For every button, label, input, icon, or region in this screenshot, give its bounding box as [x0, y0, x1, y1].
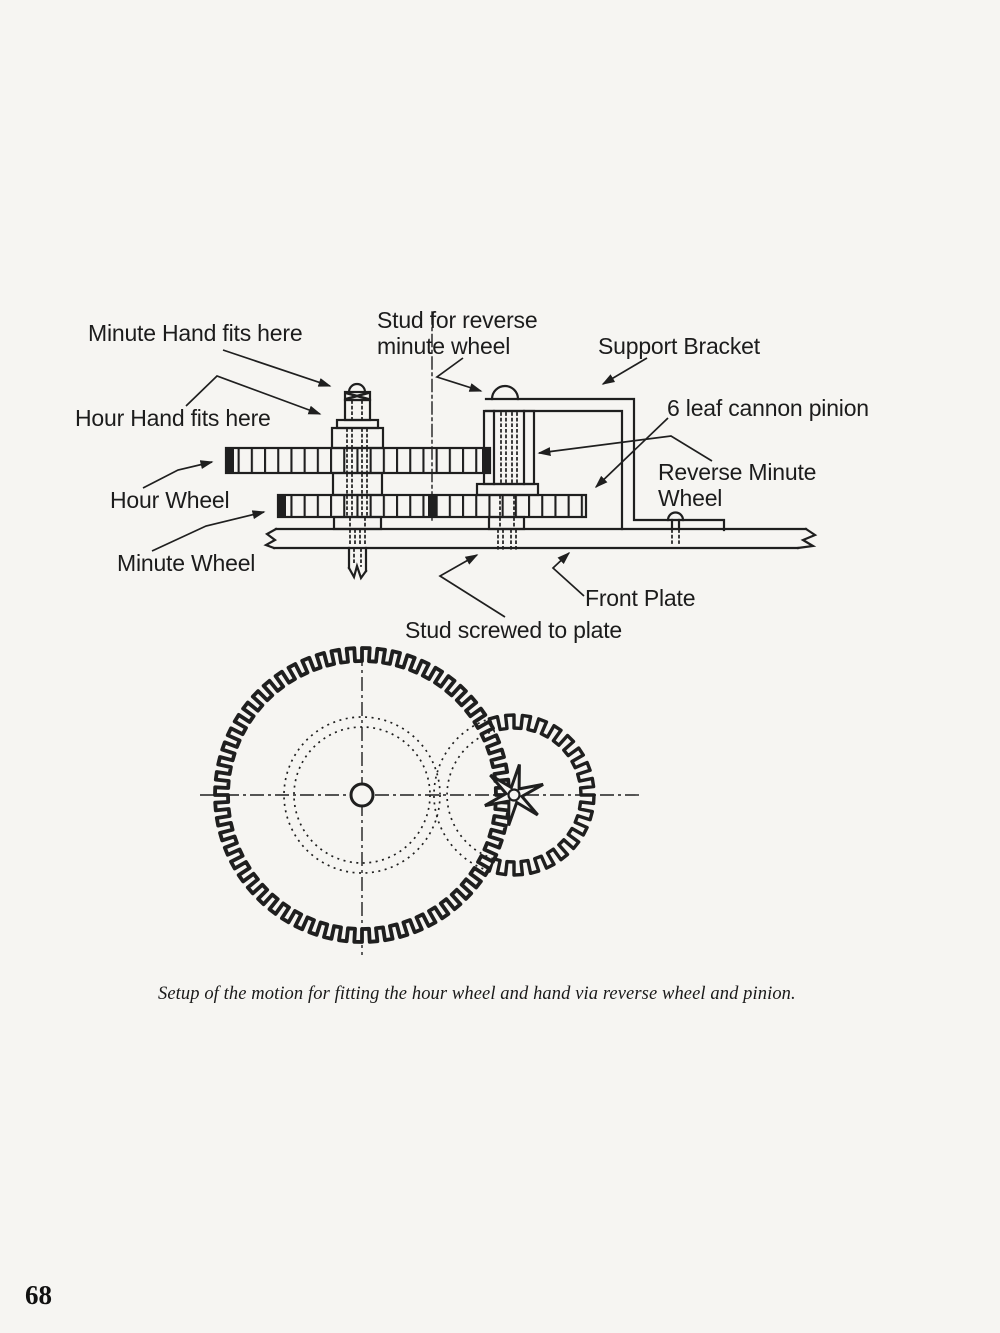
leader-to-reverse-wheel: [594, 417, 669, 489]
leader-to-support-bracket: [601, 357, 648, 385]
label-hour-wheel: Hour Wheel: [110, 487, 230, 513]
front-plate-shape: [263, 527, 818, 550]
leader-to-hour-hand-seat: [185, 375, 322, 415]
leader-to-stud-thread: [438, 554, 506, 618]
hidden-reverse-wheel-arc: [446, 730, 494, 860]
label-stud-screwed: Stud screwed to plate: [405, 617, 622, 643]
page-number: 68: [25, 1280, 52, 1310]
label-minute-hand: Minute Hand fits here: [88, 320, 303, 346]
front-view-drawing: [200, 646, 640, 955]
label-front-plate: Front Plate: [585, 585, 696, 611]
leader-to-minute-wheel: [151, 510, 266, 552]
leader-to-cannon-pinion: [537, 435, 713, 462]
label-reverse-minute-wheel: Reverse Minute Wheel: [658, 459, 817, 512]
leader-to-stud-head: [435, 357, 483, 392]
support-bracket-shape: [484, 397, 726, 544]
minute-wheel-section: [276, 493, 588, 519]
label-hour-hand: Hour Hand fits here: [75, 405, 271, 431]
leader-to-front-plate: [551, 551, 585, 597]
figure-caption: Setup of the motion for fitting the hour…: [158, 984, 796, 1004]
leader-lines: [142, 349, 713, 618]
side-view-drawing: [224, 311, 818, 581]
hour-wheel-section: [224, 446, 492, 475]
label-support-bracket: Support Bracket: [598, 333, 760, 359]
center-arbor-hole: [349, 782, 375, 808]
leader-to-minute-hand-seat: [222, 349, 332, 387]
pinion-hub: [507, 788, 521, 802]
label-minute-wheel: Minute Wheel: [117, 550, 256, 576]
label-six-leaf-pinion: 6 leaf cannon pinion: [667, 395, 869, 421]
hidden-minute-wheel-circle: [283, 716, 441, 874]
center-arbor: [330, 382, 385, 581]
stud-assembly: [475, 384, 540, 551]
label-stud-reverse: Stud for reverse minute wheel: [377, 307, 538, 360]
leader-to-hour-wheel: [142, 460, 214, 489]
